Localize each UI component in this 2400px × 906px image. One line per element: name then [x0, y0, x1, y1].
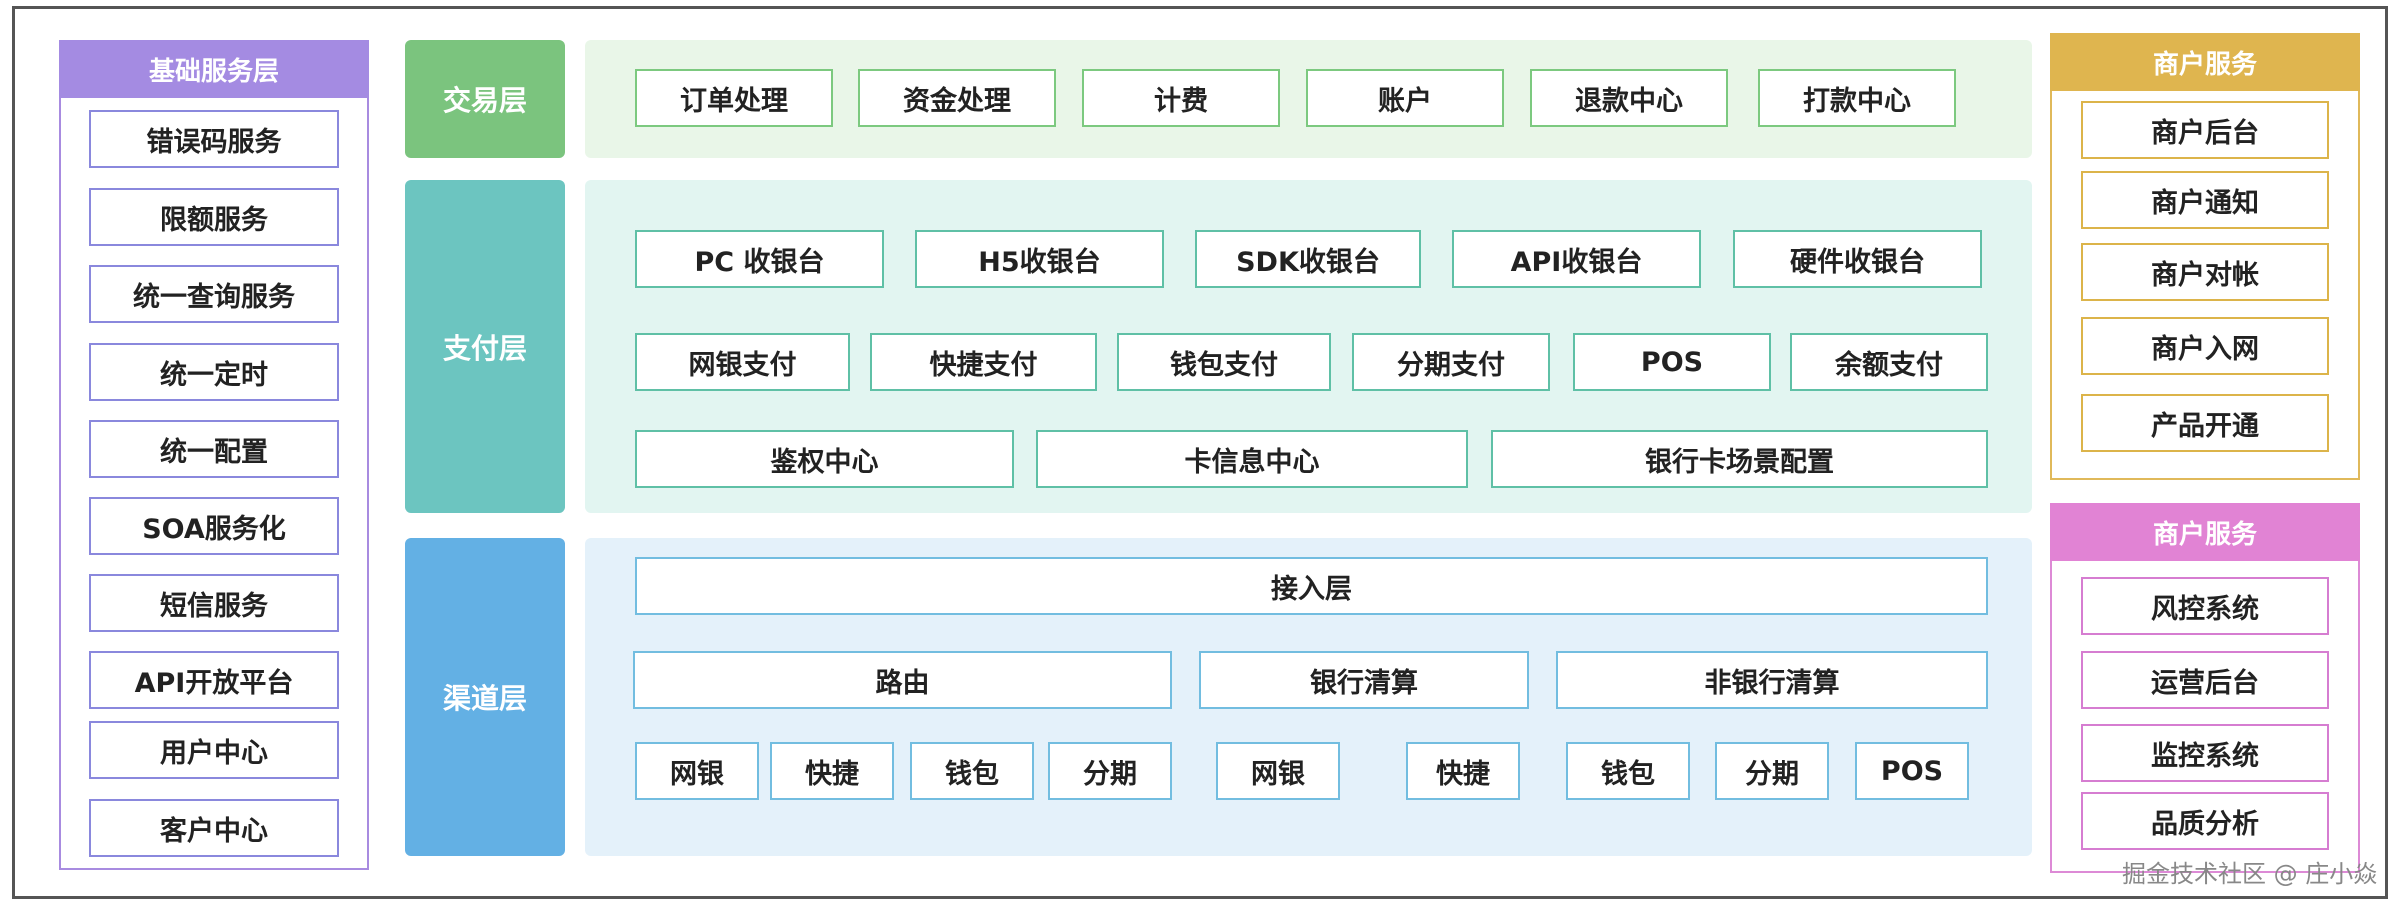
non-bank-clearing-item: 非银行清算 — [1556, 651, 1988, 709]
base-service-item: 统一查询服务 — [89, 265, 339, 323]
payment-method-item: 快捷支付 — [870, 333, 1097, 391]
cashier-item: PC 收银台 — [635, 230, 884, 288]
merchant-service-item: 商户后台 — [2081, 101, 2329, 159]
base-services-title: 基础服务层 — [59, 40, 369, 98]
payment-method-item: 分期支付 — [1352, 333, 1550, 391]
channel-item: 钱包 — [910, 742, 1034, 800]
base-service-item: 统一配置 — [89, 420, 339, 478]
cashier-item: H5收银台 — [915, 230, 1164, 288]
payment-method-item: 余额支付 — [1790, 333, 1988, 391]
cashier-item: 硬件收银台 — [1733, 230, 1982, 288]
channel-layer-label: 渠道层 — [405, 538, 565, 856]
trade-item: 订单处理 — [635, 69, 833, 127]
channel-item: 网银 — [635, 742, 759, 800]
ops-service-item: 运营后台 — [2081, 651, 2329, 709]
base-service-item: 客户中心 — [89, 799, 339, 857]
bank-clearing-item: 银行清算 — [1199, 651, 1529, 709]
payment-method-item: 钱包支付 — [1117, 333, 1331, 391]
ops-service-item: 监控系统 — [2081, 724, 2329, 782]
ops-services-title: 商户服务 — [2050, 503, 2360, 561]
channel-item: 网银 — [1216, 742, 1340, 800]
channel-item: 快捷 — [1406, 742, 1520, 800]
access-layer-item: 接入层 — [635, 557, 1988, 615]
channel-item: 分期 — [1048, 742, 1172, 800]
trade-item: 资金处理 — [858, 69, 1056, 127]
base-service-item: 限额服务 — [89, 188, 339, 246]
channel-item: 钱包 — [1566, 742, 1690, 800]
trade-item: 账户 — [1306, 69, 1504, 127]
trade-item: 退款中心 — [1530, 69, 1728, 127]
base-service-item: 用户中心 — [89, 721, 339, 779]
cashier-item: SDK收银台 — [1195, 230, 1421, 288]
channel-item: 快捷 — [770, 742, 894, 800]
base-service-item: 错误码服务 — [89, 110, 339, 168]
watermark: 掘金技术社区 @ 庄小焱 — [2122, 860, 2378, 888]
payment-method-item: POS — [1573, 333, 1771, 391]
ops-service-item: 风控系统 — [2081, 577, 2329, 635]
pay-layer-label: 支付层 — [405, 180, 565, 513]
cashier-item: API收银台 — [1452, 230, 1701, 288]
routing-item: 路由 — [633, 651, 1172, 709]
channel-item: 分期 — [1715, 742, 1829, 800]
base-service-item: 短信服务 — [89, 574, 339, 632]
trade-item: 计费 — [1082, 69, 1280, 127]
base-service-item: SOA服务化 — [89, 497, 339, 555]
card-info-item: 卡信息中心 — [1036, 430, 1468, 488]
trade-item: 打款中心 — [1758, 69, 1956, 127]
payment-method-item: 网银支付 — [635, 333, 850, 391]
merchant-service-item: 商户入网 — [2081, 317, 2329, 375]
card-scene-config-item: 银行卡场景配置 — [1491, 430, 1988, 488]
base-service-item: API开放平台 — [89, 651, 339, 709]
auth-center-item: 鉴权中心 — [635, 430, 1014, 488]
base-service-item: 统一定时 — [89, 343, 339, 401]
ops-service-item: 品质分析 — [2081, 792, 2329, 850]
channel-item: POS — [1855, 742, 1969, 800]
merchant-service-item: 商户对帐 — [2081, 243, 2329, 301]
trade-layer-label: 交易层 — [405, 40, 565, 158]
merchant-service-item: 产品开通 — [2081, 394, 2329, 452]
merchant-service-item: 商户通知 — [2081, 171, 2329, 229]
merchant-services-title: 商户服务 — [2050, 33, 2360, 91]
